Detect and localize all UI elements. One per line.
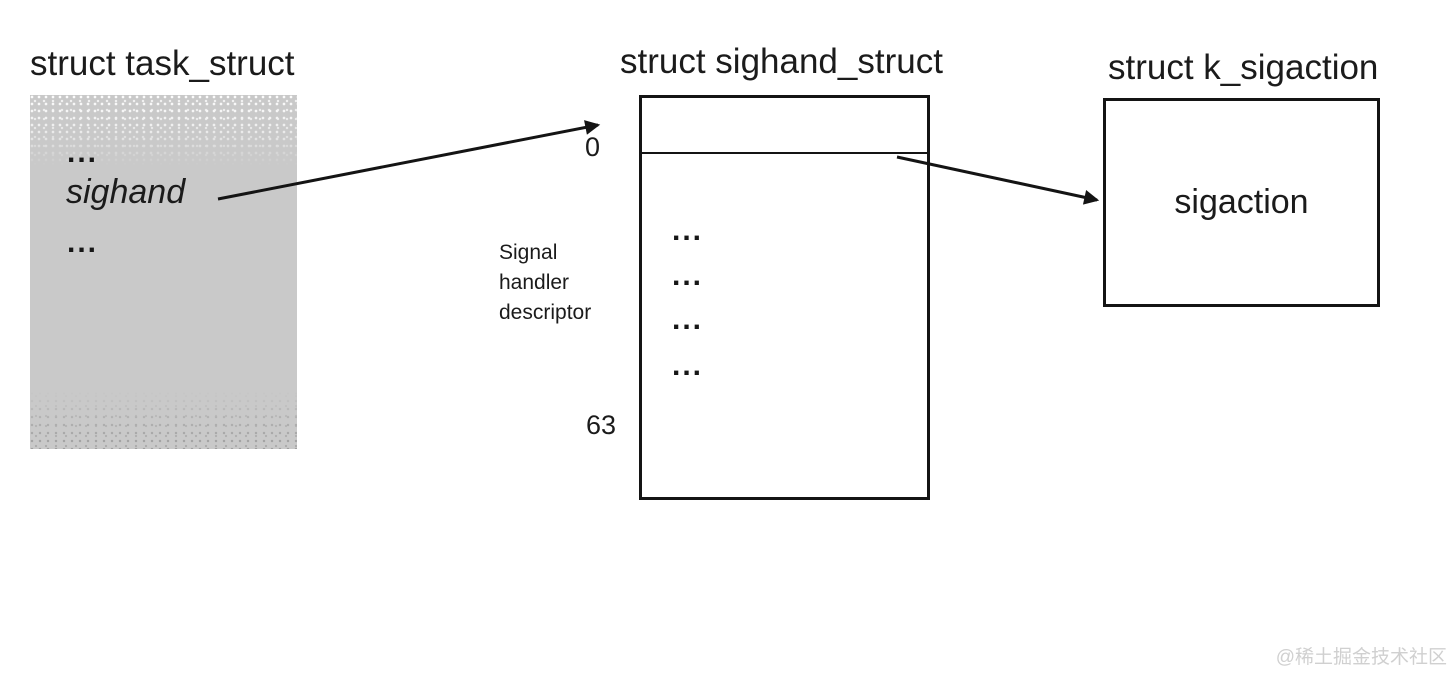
sighand-struct-box: ... ... ... ... [639,95,930,500]
task-struct-ellipsis-bottom: ... [67,226,99,259]
index-label-0: 0 [584,132,600,162]
watermark: @稀土掘金技术社区 [1275,647,1447,668]
task-struct-ellipsis-top: ... [67,136,99,169]
side-label-line-1: Signal [499,241,558,264]
side-label-line-3: descriptor [499,301,592,324]
sighand-struct-ellipsis-4: ... [672,349,704,382]
sighand-field: sighand [66,173,186,211]
signal-handler-descriptor-label: Signal handler descriptor [499,238,591,328]
sighand-struct-ellipsis-3: ... [672,303,704,336]
task-struct-box: ... sighand ... [30,95,297,449]
sighand-struct-ellipsis-2: ... [672,259,704,292]
task-struct-title: struct task_struct [30,44,295,83]
sighand-struct-title: struct sighand_struct [620,42,943,81]
sigaction-content: sigaction [1174,183,1309,221]
index-label-63: 63 [586,410,617,440]
k-sigaction-title: struct k_sigaction [1108,48,1379,87]
side-label-line-2: handler [499,271,570,294]
sighand-struct-ellipsis-1: ... [672,214,704,247]
row-zero-divider [642,152,927,154]
k-sigaction-box: sigaction [1103,98,1380,307]
